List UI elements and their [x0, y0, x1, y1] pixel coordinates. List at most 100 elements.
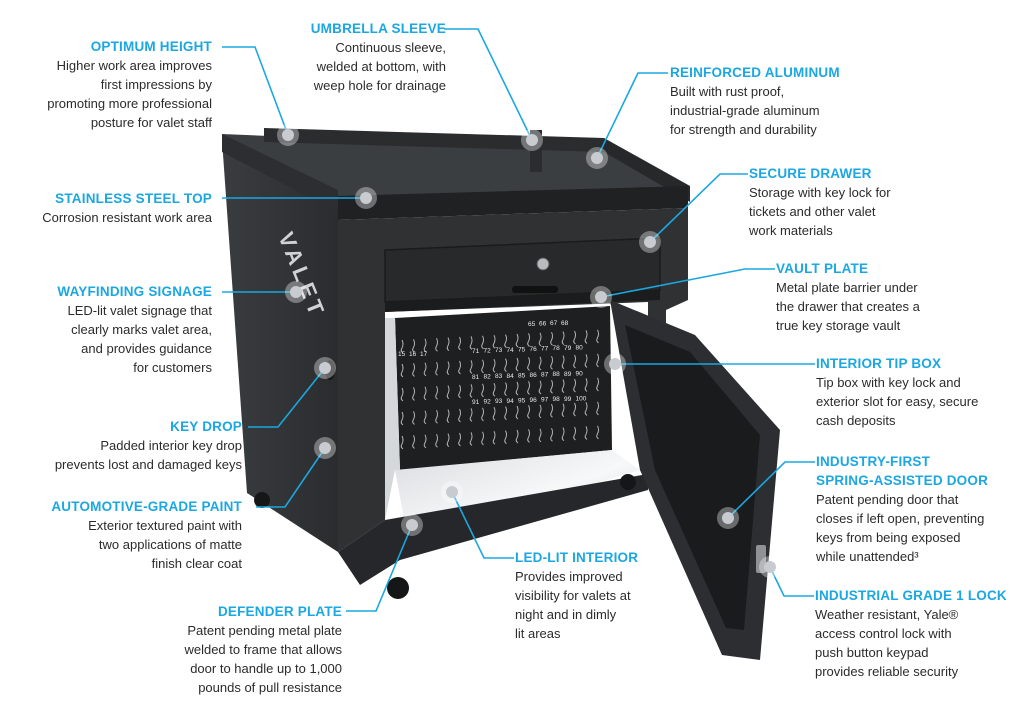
- leader-vault-plate: [600, 268, 775, 298]
- key-hook: [584, 402, 588, 416]
- key-number: 81: [472, 374, 480, 381]
- callout-stainless-steel-top: STAINLESS STEEL TOP Corrosion resistant …: [42, 189, 212, 227]
- key-hook: [446, 409, 450, 424]
- key-hook: [400, 363, 404, 378]
- key-hook: [573, 402, 576, 417]
- key-hook: [561, 331, 565, 346]
- key-hook: [527, 381, 530, 395]
- callout-desc-line: Tip box with key lock and: [816, 375, 961, 390]
- key-hook: [584, 330, 588, 344]
- key-hook: [412, 339, 415, 353]
- callout-desc-line: Built with rust proof,: [670, 84, 785, 99]
- callout-title: STAINLESS STEEL TOP: [55, 191, 212, 206]
- key-number: 83: [495, 373, 503, 380]
- callout-automotive-paint: AUTOMOTIVE-GRADE PAINT Exterior textured…: [51, 497, 242, 573]
- key-number: 73: [495, 347, 503, 354]
- callout-umbrella-sleeve: UMBRELLA SLEEVE Continuous sleeve, welde…: [311, 19, 446, 95]
- key-hook: [504, 430, 507, 445]
- key-hook: [527, 429, 530, 443]
- hotspot-dot: [595, 291, 607, 303]
- callout-desc-line: weep hole for drainage: [313, 78, 446, 93]
- key-hook: [446, 385, 450, 400]
- leader-umbrella-sleeve: [444, 28, 533, 141]
- key-number: 16: [409, 351, 417, 358]
- key-number: 78: [553, 345, 561, 352]
- key-hook: [561, 403, 565, 418]
- callout-desc-line: and provides guidance: [81, 341, 212, 356]
- callout-key-drop: KEY DROP Padded interior key drop preven…: [55, 417, 242, 474]
- callout-desc-line: cash deposits: [816, 413, 896, 428]
- cabinet-base: [338, 474, 648, 585]
- callout-desc-line: Corrosion resistant work area: [42, 210, 212, 225]
- key-number: 93: [495, 398, 503, 405]
- callout-desc-line: prevents lost and damaged keys: [54, 457, 242, 472]
- callout-desc-line: finish clear coat: [151, 556, 242, 571]
- key-hook: [584, 426, 588, 440]
- callout-desc-line: Patent pending metal plate: [187, 623, 342, 638]
- callout-desc-line: clearly marks valet area,: [71, 322, 212, 337]
- callout-title: SECURE DRAWER: [749, 166, 872, 181]
- callout-interior-tip-box: INTERIOR TIP BOX Tip box with key lock a…: [816, 354, 978, 430]
- leader-lines: [222, 28, 815, 612]
- hotspot-dot: [609, 358, 621, 370]
- hotspot-dot: [644, 236, 656, 248]
- callout-desc-line: Metal plate barrier under: [776, 280, 918, 295]
- top-front-edge: [222, 134, 338, 212]
- key-number: 97: [541, 397, 549, 404]
- callout-desc-line: for customers: [133, 360, 212, 375]
- hotspot-dot: [764, 561, 776, 573]
- leader-key-drop: [248, 367, 326, 428]
- key-hook: [527, 405, 530, 419]
- key-hook: [504, 334, 507, 349]
- callout-desc-line: Continuous sleeve,: [335, 40, 446, 55]
- callout-desc-line: while unattended³: [816, 549, 919, 564]
- key-number: 67: [550, 320, 558, 327]
- callout-secure-drawer: SECURE DRAWER Storage with key lock for …: [749, 164, 891, 240]
- callout-title: OPTIMUM HEIGHT: [90, 39, 212, 54]
- key-hook: [550, 403, 553, 418]
- key-number: 80: [576, 344, 584, 351]
- key-hook: [446, 433, 450, 448]
- callout-desc-line: for strength and durability: [670, 122, 817, 137]
- key-number: 91: [472, 399, 480, 406]
- key-hook: [515, 333, 519, 348]
- key-hook: [504, 358, 507, 373]
- key-hook: [515, 381, 519, 396]
- key-hook: [435, 361, 438, 376]
- vault-plate-shape: [385, 290, 660, 312]
- key-number: 77: [541, 346, 549, 353]
- key-hook: [596, 425, 599, 440]
- key-number: 79: [564, 345, 572, 352]
- callout-desc-line: first impressions by: [100, 77, 212, 92]
- key-hook: [527, 333, 530, 347]
- key-hook: [435, 433, 438, 448]
- callout-desc-line: LED-lit valet signage that: [67, 303, 212, 318]
- key-hook: [527, 357, 530, 371]
- key-number: 87: [541, 372, 549, 379]
- hotspot-dot: [446, 486, 458, 498]
- key-hook: [492, 358, 496, 373]
- callout-desc-line: keys from being exposed: [816, 530, 961, 545]
- key-number: 72: [484, 348, 492, 355]
- key-hook: [596, 377, 599, 392]
- key-hook: [400, 339, 404, 354]
- top-right-lip: [604, 138, 690, 202]
- key-hook: [412, 411, 415, 425]
- callout-led-lit-interior: LED-LIT INTERIOR Provides improved visib…: [515, 548, 638, 643]
- key-number: 98: [553, 396, 561, 403]
- key-hook: [492, 430, 496, 445]
- key-number: 84: [507, 373, 515, 380]
- key-number: 99: [564, 396, 572, 403]
- key-hook: [469, 360, 473, 374]
- key-hook: [481, 359, 484, 374]
- wheel-front-right: [620, 474, 636, 490]
- callout-title-line: INDUSTRY-FIRST: [816, 454, 931, 469]
- key-hook: [412, 435, 415, 449]
- callout-title: KEY DROP: [170, 419, 242, 434]
- key-number: 74: [507, 347, 515, 354]
- callout-desc-line: true key storage vault: [776, 318, 901, 333]
- interior-left-wall: [385, 318, 400, 520]
- key-hook: [458, 408, 461, 423]
- callout-desc-line: posture for valet staff: [90, 115, 212, 130]
